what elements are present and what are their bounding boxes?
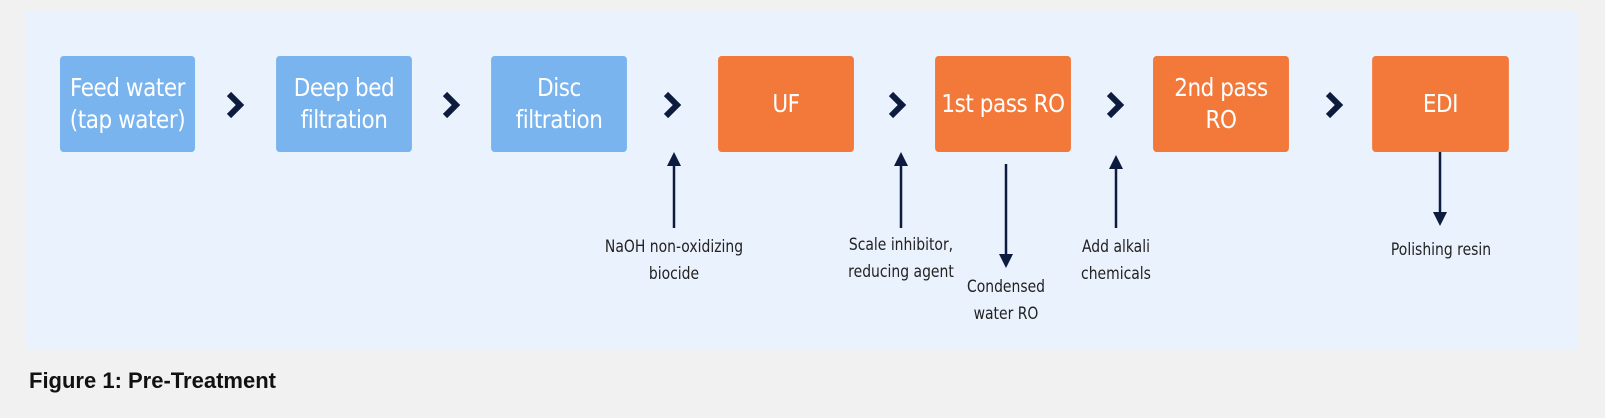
arrow-down-icon: [999, 164, 1013, 268]
arrow-up-icon: [1109, 155, 1123, 230]
step-uf: UF: [718, 56, 854, 152]
step-deep-bed-filtration: Deep bed filtration: [276, 56, 412, 152]
annotation-condensed-water-ro: Condensed water RO: [966, 277, 1046, 324]
step-disc-filtration: Disc filtration: [491, 56, 627, 152]
process-diagram: Feed water (tap water) Deep bed filtrati…: [26, 12, 1578, 350]
chevron-right-icon: [1323, 90, 1345, 120]
chevron-right-icon: [661, 90, 683, 120]
annotation-polishing-resin: Polishing resin: [1390, 240, 1492, 260]
arrow-down-icon: [1433, 152, 1447, 226]
figure-caption: Figure 1: Pre-Treatment: [29, 368, 276, 393]
chevron-right-icon: [886, 90, 908, 120]
chevron-right-icon: [440, 90, 462, 120]
annotation-add-alkali: Add alkali chemicals: [1081, 237, 1151, 284]
step-1st-pass-ro: 1st pass RO: [935, 56, 1071, 152]
arrow-up-icon: [894, 152, 908, 230]
step-edi: EDI: [1372, 56, 1509, 152]
arrow-up-icon: [667, 152, 681, 230]
step-2nd-pass-ro: 2nd pass RO: [1153, 56, 1289, 152]
annotation-naoh-biocide: NaOH non-oxidizing biocide: [604, 237, 744, 284]
step-feed-water: Feed water (tap water): [59, 56, 196, 152]
chevron-right-icon: [224, 90, 246, 120]
annotation-scale-inhibitor: Scale inhibitor, reducing agent: [848, 235, 954, 282]
chevron-right-icon: [1104, 90, 1126, 120]
